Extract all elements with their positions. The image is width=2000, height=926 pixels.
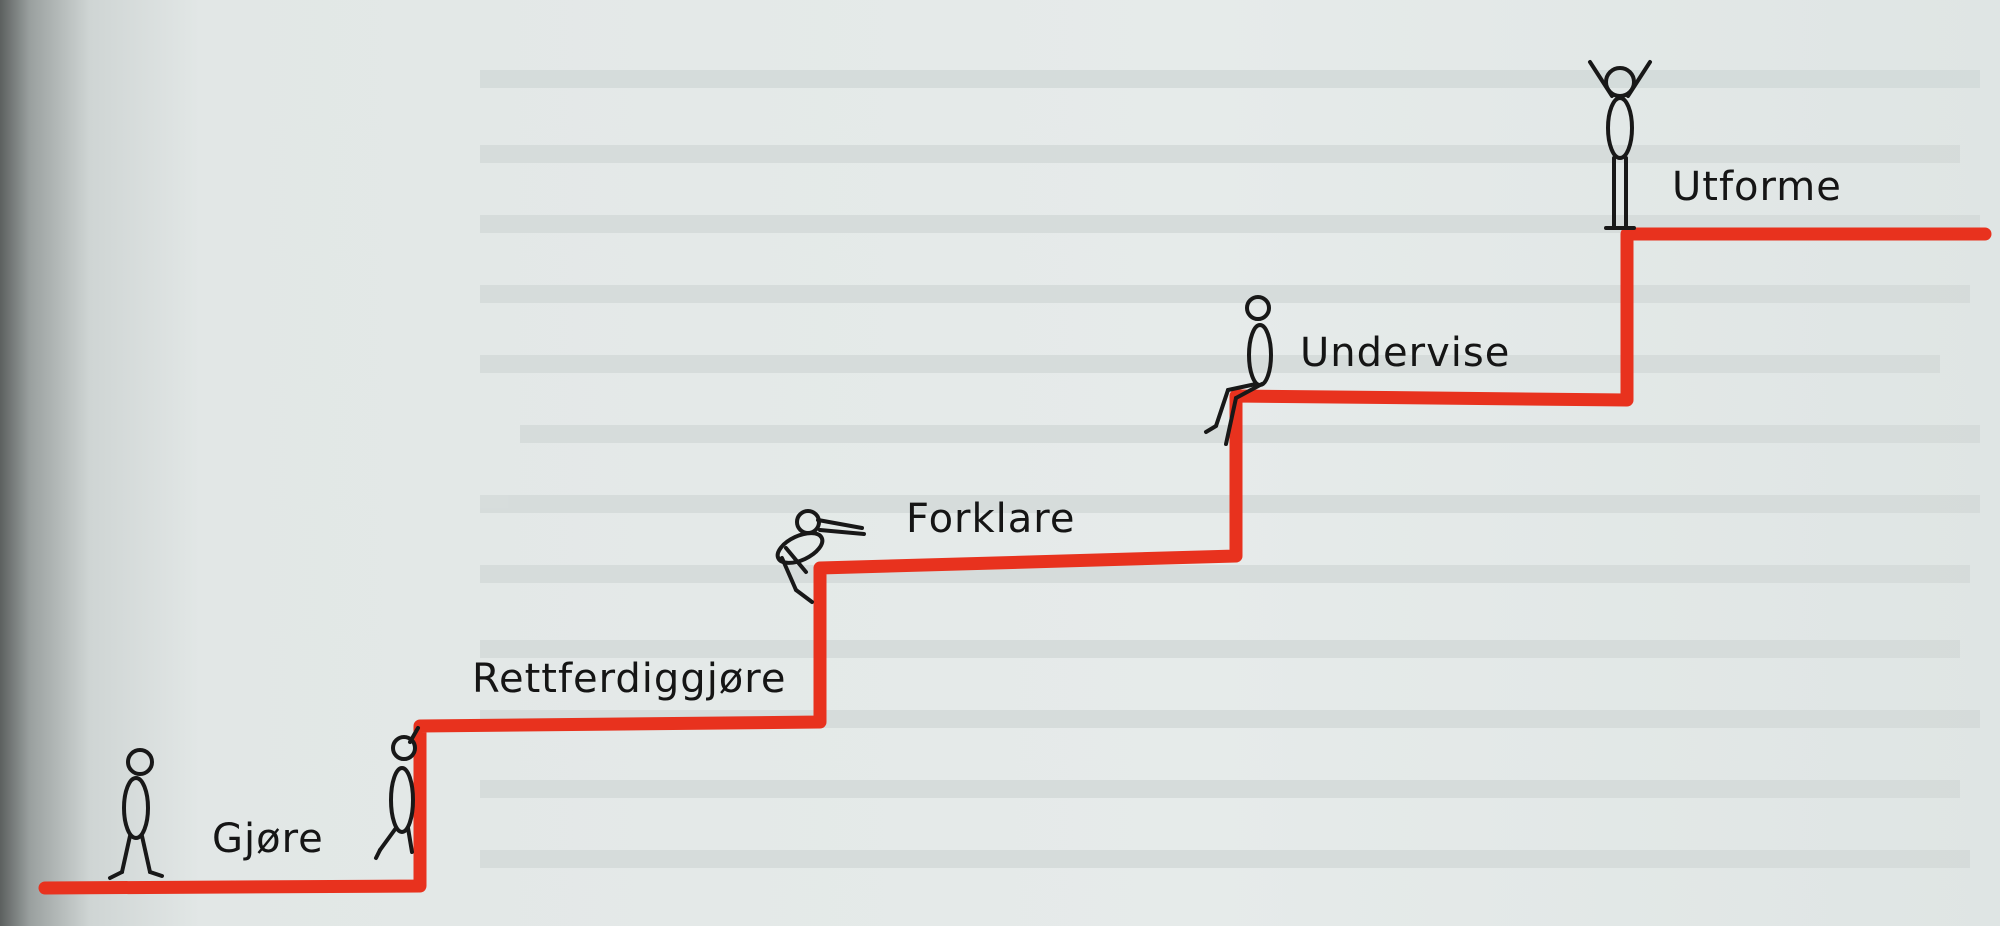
step-label-gjore: Gjøre bbox=[212, 816, 324, 862]
step-label-rettferdiggjore: Rettferdiggjøre bbox=[472, 656, 787, 702]
celebrating-figure-icon bbox=[1588, 60, 1652, 230]
sitting-figure-icon bbox=[1204, 295, 1273, 446]
walking-figure-icon bbox=[108, 748, 164, 880]
step-label-undervise: Undervise bbox=[1300, 330, 1511, 376]
climbing-figure-icon bbox=[374, 726, 420, 860]
step-label-forklare: Forklare bbox=[906, 496, 1076, 542]
staircase-line bbox=[38, 227, 1992, 895]
step-label-utforme: Utforme bbox=[1672, 164, 1842, 210]
scrambling-figure-icon bbox=[775, 509, 866, 604]
